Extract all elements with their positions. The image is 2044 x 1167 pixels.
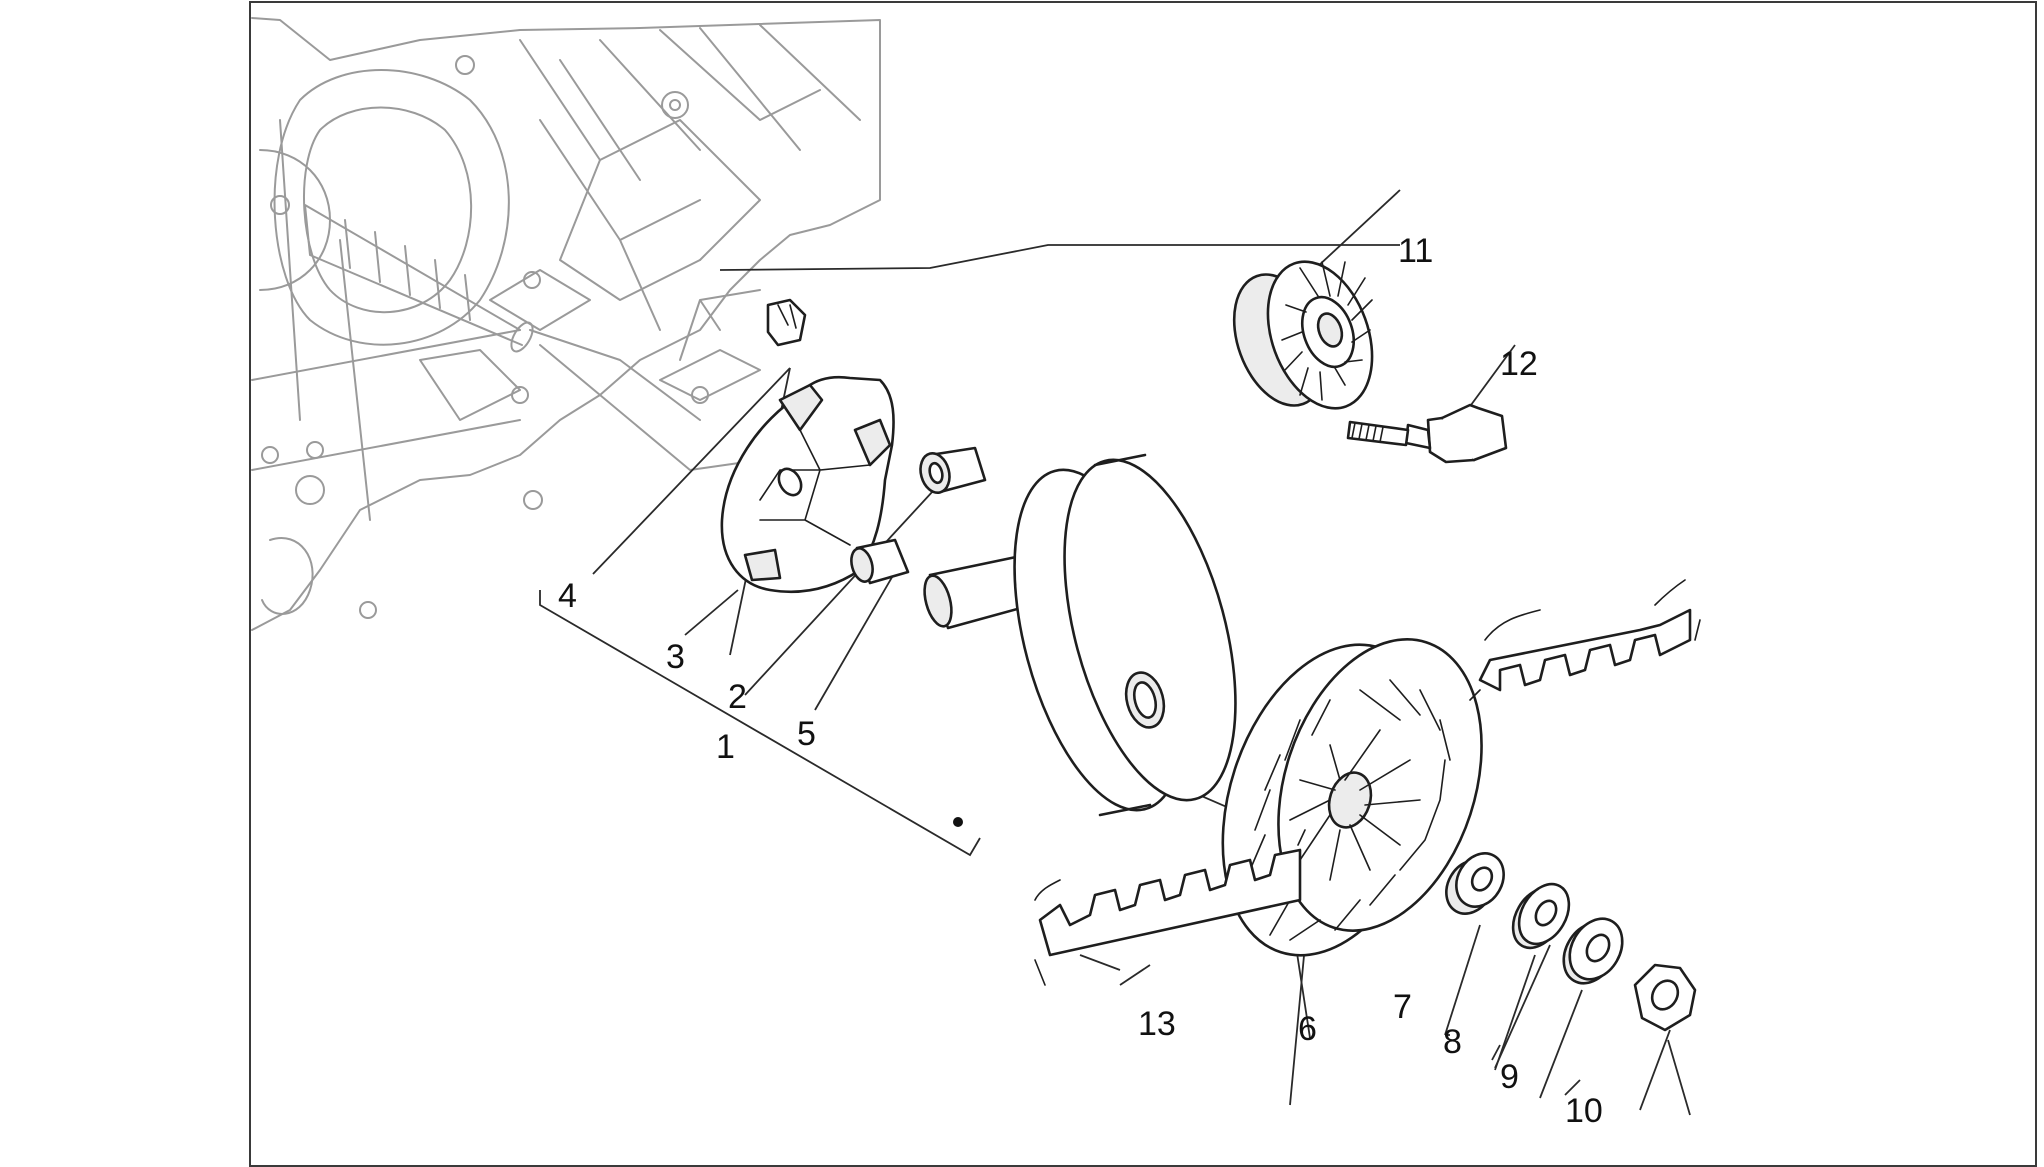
washer-icon	[1445, 852, 1505, 915]
callout-6: 6	[1298, 1010, 1317, 1048]
callout-8: 8	[1443, 1023, 1462, 1061]
callout-1: 1	[716, 728, 735, 766]
nut-icon	[1633, 963, 1697, 1032]
callout-11: 11	[1398, 232, 1433, 270]
washer-icon	[1562, 917, 1624, 985]
callout-7: 7	[1393, 988, 1412, 1026]
bushing-icon	[919, 446, 987, 494]
assembly-dot	[953, 817, 963, 827]
assembly-bracket	[539, 590, 981, 857]
drive-belt-icon	[1034, 579, 1701, 986]
callout-10: 10	[1565, 1092, 1603, 1130]
slider-icon	[766, 298, 807, 347]
callout-12: 12	[1500, 345, 1538, 383]
spacer-icon	[850, 538, 910, 585]
callout-4: 4	[558, 577, 577, 615]
engine-case-icon	[251, 17, 881, 631]
roller-contrast-plate-icon	[720, 375, 895, 594]
belleville-washer-icon	[1511, 882, 1571, 950]
callout-13: 13	[1138, 1005, 1176, 1043]
fixed-half-pulley-icon	[923, 453, 1237, 817]
callout-labels: 1 2 3 4 5 6 7 8 9 10 11 12 13	[558, 232, 1603, 1130]
callout-9: 9	[1500, 1058, 1519, 1096]
bolt-icon	[1346, 403, 1508, 464]
idler-roller-icon	[1232, 260, 1374, 410]
callout-3: 3	[666, 638, 685, 676]
callout-2: 2	[728, 678, 747, 716]
callout-5: 5	[797, 715, 816, 753]
